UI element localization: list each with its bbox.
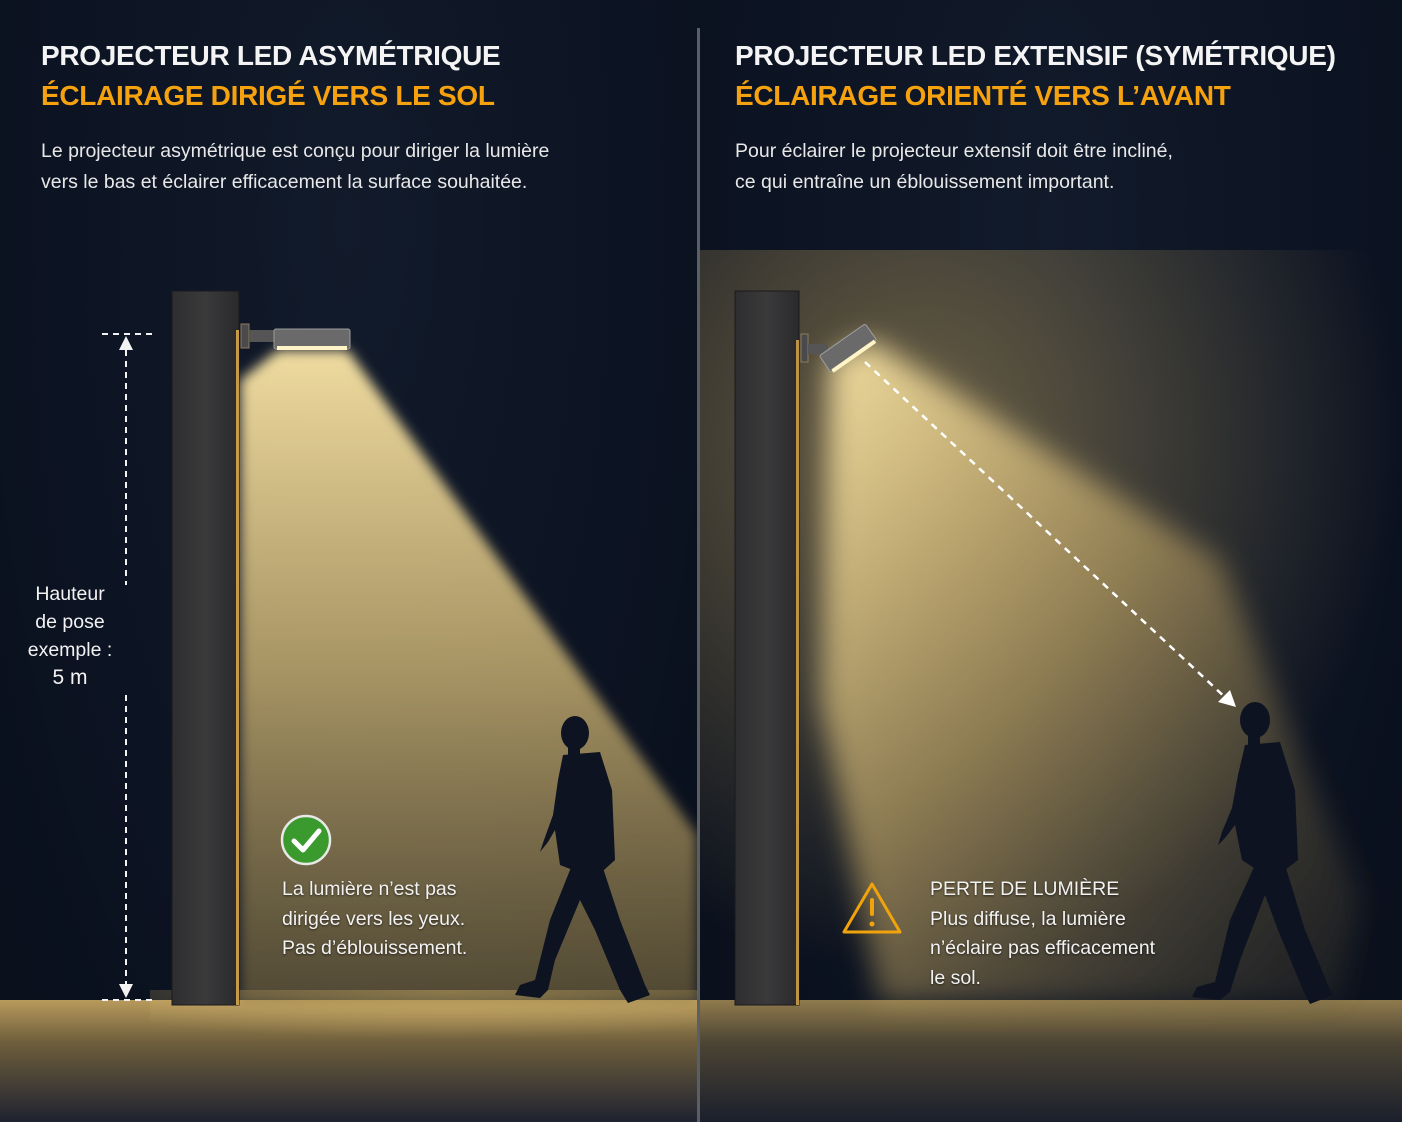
wall-pillar bbox=[734, 290, 800, 1006]
light-loss-heading: PERTE DE LUMIÈRE bbox=[930, 878, 1120, 900]
no-glare-note: La lumière n’est pas dirigée vers les ye… bbox=[282, 878, 468, 959]
check-circle-icon bbox=[280, 814, 332, 866]
person-silhouette bbox=[515, 716, 650, 1003]
person-silhouette bbox=[1192, 702, 1333, 1004]
left-subtitle: ÉCLAIRAGE DIRIGÉ VERS LE SOL bbox=[41, 80, 495, 111]
right-description: Pour éclairer le projecteur extensif doi… bbox=[735, 140, 1173, 193]
left-title: PROJECTEUR LED ASYMÉTRIQUE bbox=[41, 40, 501, 71]
symmetric-scene bbox=[700, 250, 1402, 1122]
floor bbox=[700, 1000, 1402, 1122]
tilted-fixture bbox=[800, 324, 877, 373]
mounting-height-value: 5 m bbox=[52, 666, 88, 689]
right-subtitle: ÉCLAIRAGE ORIENTÉ VERS L’AVANT bbox=[735, 80, 1231, 111]
warning-triangle-icon bbox=[842, 882, 902, 934]
wall-pillar bbox=[171, 290, 240, 1006]
arrow-down-icon bbox=[119, 984, 133, 998]
right-title: PROJECTEUR LED EXTENSIF (SYMÉTRIQUE) bbox=[735, 40, 1336, 71]
arrow-head-icon bbox=[1218, 690, 1236, 707]
mounting-height-label: Hauteur de pose exemple : 5 m bbox=[22, 580, 118, 692]
glare-direction-arrow bbox=[864, 361, 1229, 701]
height-dimension bbox=[102, 333, 152, 1001]
panel-divider bbox=[697, 28, 700, 1122]
left-description: Le projecteur asymétrique est conçu pour… bbox=[41, 140, 550, 193]
light-loss-note: PERTE DE LUMIÈRE Plus diffuse, la lumièr… bbox=[930, 875, 1155, 993]
asymmetric-fixture bbox=[240, 323, 351, 350]
asymmetric-panel: PROJECTEUR LED ASYMÉTRIQUE ÉCLAIRAGE DIR… bbox=[0, 0, 697, 1122]
symmetric-panel: PROJECTEUR LED EXTENSIF (SYMÉTRIQUE) ÉCL… bbox=[700, 0, 1402, 1122]
asymmetric-scene bbox=[0, 290, 697, 1122]
arrow-up-icon bbox=[119, 336, 133, 350]
